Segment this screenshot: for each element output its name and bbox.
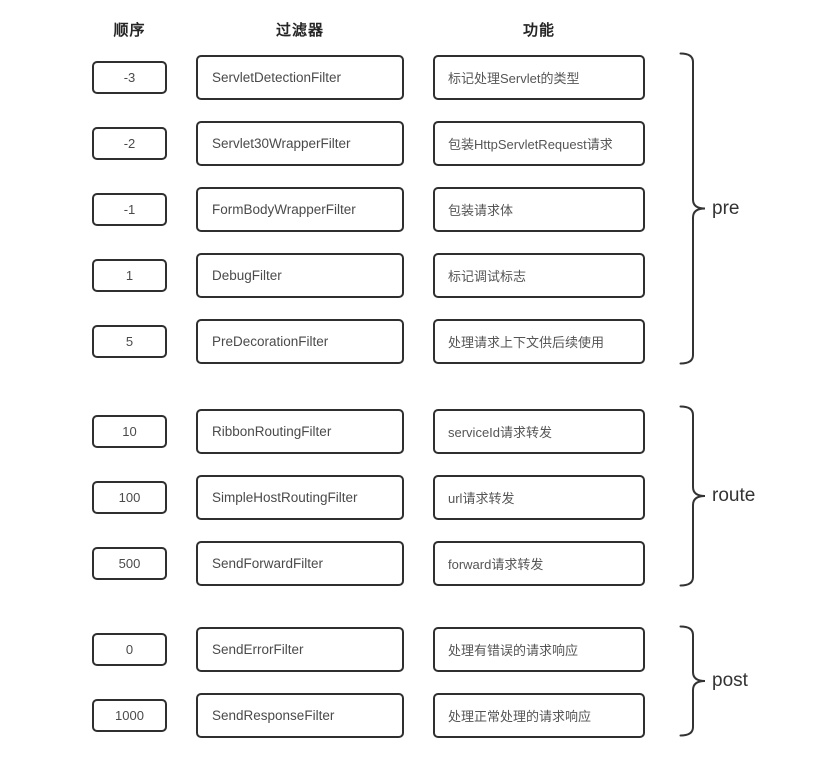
- order-box: 0: [92, 633, 167, 666]
- function-box: 标记处理Servlet的类型: [433, 55, 645, 100]
- table-row: -3 ServletDetectionFilter 标记处理Servlet的类型: [92, 55, 645, 100]
- table-row: 10 RibbonRoutingFilter serviceId请求转发: [92, 409, 645, 454]
- table-row: 1000 SendResponseFilter 处理正常处理的请求响应: [92, 693, 645, 738]
- filter-box: SendResponseFilter: [196, 693, 404, 738]
- order-value: 10: [122, 424, 137, 439]
- order-value: 100: [118, 490, 141, 505]
- order-box: 1000: [92, 699, 167, 732]
- order-box: -2: [92, 127, 167, 160]
- table-row: 1 DebugFilter 标记调试标志: [92, 253, 645, 298]
- filter-box: SimpleHostRoutingFilter: [196, 475, 404, 520]
- filter-box: RibbonRoutingFilter: [196, 409, 404, 454]
- filter-name: Servlet30WrapperFilter: [212, 136, 351, 151]
- group-label-post: post: [712, 670, 748, 691]
- function-box: url请求转发: [433, 475, 645, 520]
- function-description: serviceId请求转发: [448, 425, 553, 440]
- filter-box: PreDecorationFilter: [196, 319, 404, 364]
- table-row: -1 FormBodyWrapperFilter 包装请求体: [92, 187, 645, 232]
- column-header-function: 功能: [522, 22, 555, 39]
- function-description: 处理有错误的请求响应: [448, 643, 579, 658]
- group-label-route: route: [712, 485, 756, 506]
- function-box: 处理请求上下文供后续使用: [433, 319, 645, 364]
- function-description: 处理请求上下文供后续使用: [448, 335, 605, 350]
- function-description: 标记处理Servlet的类型: [448, 71, 580, 86]
- function-box: 标记调试标志: [433, 253, 645, 298]
- filter-box: SendForwardFilter: [196, 541, 404, 586]
- filter-name: RibbonRoutingFilter: [212, 424, 332, 439]
- filter-box: FormBodyWrapperFilter: [196, 187, 404, 232]
- order-box: -1: [92, 193, 167, 226]
- table-row: 0 SendErrorFilter 处理有错误的请求响应: [92, 627, 645, 672]
- function-description: url请求转发: [448, 491, 515, 506]
- function-box: 包装请求体: [433, 187, 645, 232]
- function-description: 包装请求体: [448, 203, 514, 218]
- order-value: -2: [123, 136, 136, 151]
- filter-name: FormBodyWrapperFilter: [212, 202, 356, 217]
- function-box: forward请求转发: [433, 541, 645, 586]
- filter-box: SendErrorFilter: [196, 627, 404, 672]
- function-description: forward请求转发: [448, 557, 544, 572]
- brace-route: [679, 405, 707, 587]
- function-description: 包装HttpServletRequest请求: [448, 137, 613, 152]
- filter-box: ServletDetectionFilter: [196, 55, 404, 100]
- order-box: 5: [92, 325, 167, 358]
- function-box: 包装HttpServletRequest请求: [433, 121, 645, 166]
- filter-name: DebugFilter: [212, 268, 282, 283]
- function-box: 处理有错误的请求响应: [433, 627, 645, 672]
- brace-post: [679, 625, 707, 737]
- order-value: 1000: [115, 708, 144, 723]
- table-row: -2 Servlet30WrapperFilter 包装HttpServletR…: [92, 121, 645, 166]
- function-description: 标记调试标志: [448, 269, 527, 284]
- function-box: serviceId请求转发: [433, 409, 645, 454]
- order-value: 1: [125, 268, 134, 283]
- filter-name: SendErrorFilter: [212, 642, 304, 657]
- function-box: 处理正常处理的请求响应: [433, 693, 645, 738]
- order-box: 10: [92, 415, 167, 448]
- order-box: 100: [92, 481, 167, 514]
- filter-name: SendForwardFilter: [212, 556, 324, 571]
- filter-name: PreDecorationFilter: [212, 334, 329, 349]
- order-box: 500: [92, 547, 167, 580]
- column-header-filter: 过滤器: [275, 22, 324, 39]
- table-row: 100 SimpleHostRoutingFilter url请求转发: [92, 475, 645, 520]
- order-value: -1: [123, 202, 136, 217]
- table-row: 500 SendForwardFilter forward请求转发: [92, 541, 645, 586]
- filter-box: DebugFilter: [196, 253, 404, 298]
- column-header-order: 顺序: [113, 22, 146, 39]
- filter-name: SimpleHostRoutingFilter: [212, 490, 358, 505]
- order-box: -3: [92, 61, 167, 94]
- group-label-pre: pre: [712, 198, 740, 219]
- order-value: -3: [123, 70, 136, 85]
- brace-pre: [679, 52, 707, 365]
- table-row: 5 PreDecorationFilter 处理请求上下文供后续使用: [92, 319, 645, 364]
- function-description: 处理正常处理的请求响应: [448, 709, 592, 724]
- order-box: 1: [92, 259, 167, 292]
- order-value: 5: [125, 334, 134, 349]
- filter-box: Servlet30WrapperFilter: [196, 121, 404, 166]
- order-value: 0: [125, 642, 134, 657]
- order-value: 500: [118, 556, 141, 571]
- filter-name: SendResponseFilter: [212, 708, 335, 723]
- filter-name: ServletDetectionFilter: [212, 70, 342, 85]
